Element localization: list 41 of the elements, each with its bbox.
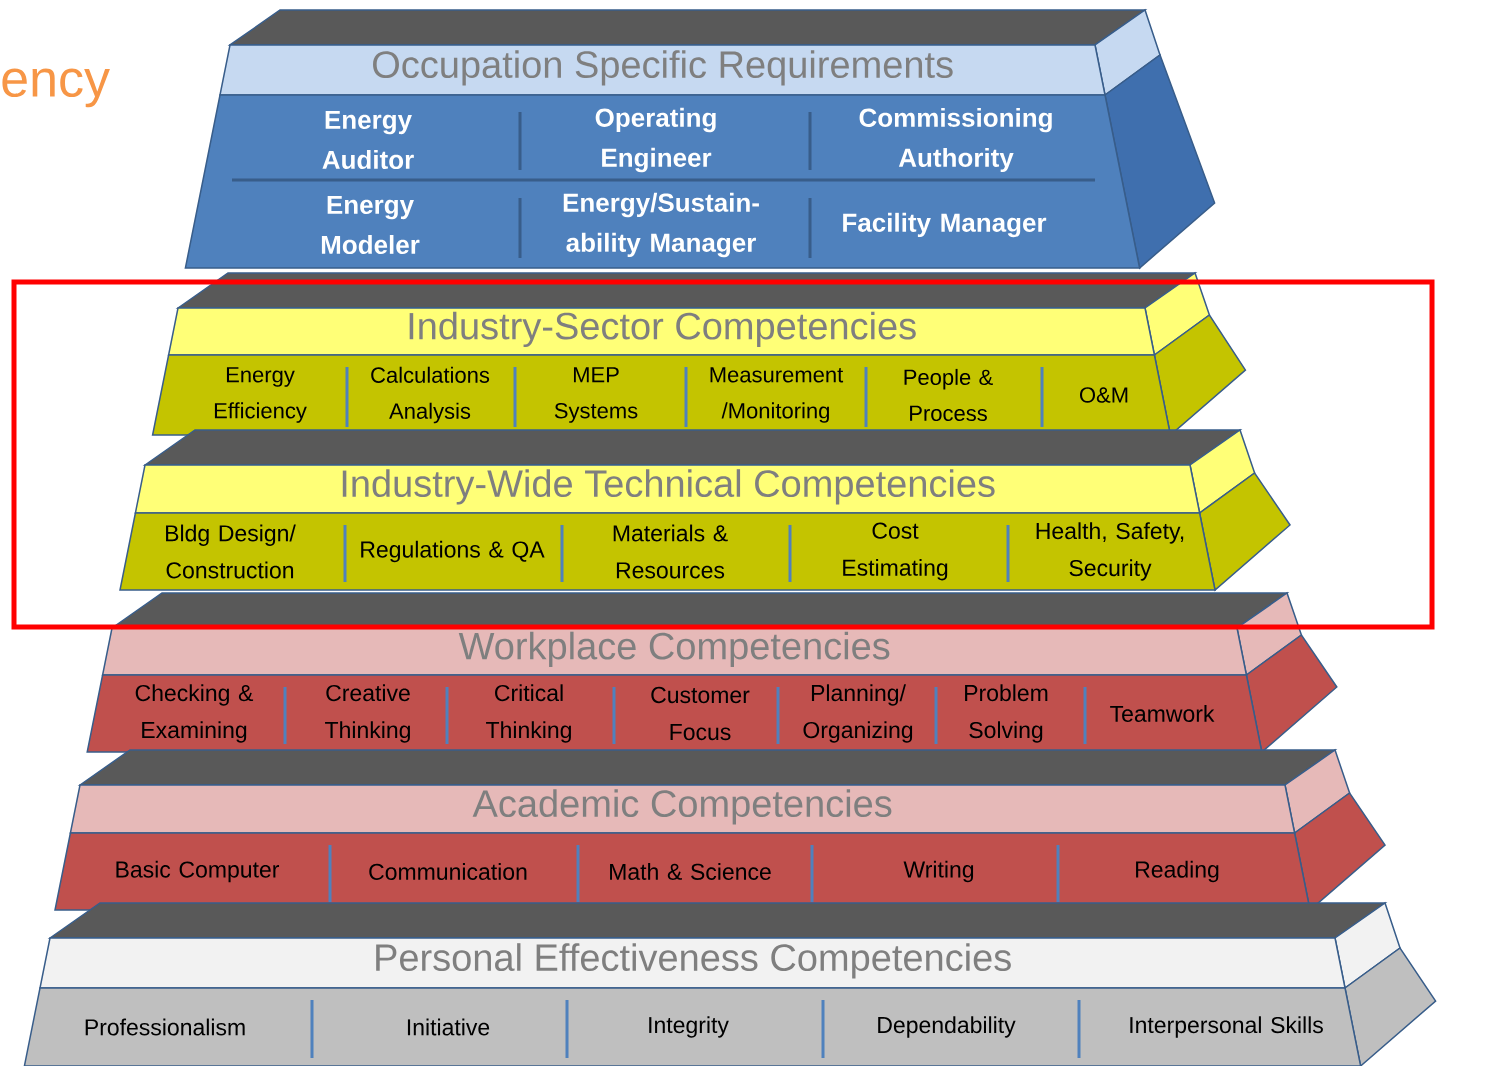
competency-cell: MEP Systems bbox=[554, 367, 638, 423]
competency-cell: Writing bbox=[903, 860, 974, 883]
competency-cell: Bldg Design/ Construction bbox=[166, 524, 296, 579]
competency-cell: Regulations & QA bbox=[361, 540, 545, 563]
competency-cell: Planning/ Organizing bbox=[803, 684, 913, 743]
competency-cell: Interpersonal Skills bbox=[1130, 1016, 1323, 1038]
competency-cell: Materials & Resources bbox=[613, 524, 728, 579]
node-label: Academic Competencies bbox=[472, 789, 892, 825]
competency-cell: Health, Safety, Security bbox=[1036, 522, 1184, 581]
competency-cell: Energy Modeler bbox=[321, 195, 420, 255]
node-label: Workplace Competencies bbox=[458, 631, 890, 668]
competency-cell: Cost Estimating bbox=[843, 522, 948, 581]
competency-cell: Customer Focus bbox=[651, 686, 750, 741]
competency-cell: Teamwork bbox=[1110, 705, 1215, 722]
node-label: Personal Effectiveness Competencies bbox=[376, 943, 1011, 979]
competency-cell: Energy Auditor bbox=[322, 110, 414, 170]
competency-cell: Reading bbox=[1136, 860, 1219, 883]
competency-cell: Communication bbox=[369, 863, 527, 880]
competency-cell: O&M bbox=[1080, 387, 1128, 403]
competency-cell: Energy/Sustain-ability Manager bbox=[563, 192, 759, 258]
competency-cell: Math & Science bbox=[610, 863, 771, 880]
competency-cell: Dependability bbox=[878, 1016, 1016, 1038]
competency-cell: Integrity bbox=[649, 1016, 729, 1038]
slide-title-fragment: ency bbox=[2, 68, 110, 108]
competency-cell: Energy Efficiency bbox=[214, 367, 307, 423]
node-label: Industry-Wide Technical Competencies bbox=[342, 469, 995, 505]
competency-cell: Initiative bbox=[407, 1018, 490, 1036]
competency-cell: Critical Thinking bbox=[486, 684, 571, 743]
competency-cell: Measurement /Monitoring bbox=[710, 367, 844, 423]
competency-cell: Checking & Examining bbox=[135, 684, 254, 743]
competency-cell: Operating Engineer bbox=[595, 107, 716, 173]
competency-cell: Problem Solving bbox=[965, 684, 1048, 743]
competency-cell: People & Process bbox=[904, 368, 993, 422]
competency-cell: Commissioning Authority bbox=[859, 107, 1052, 173]
node-label: Occupation Specific Requirements bbox=[373, 50, 953, 86]
competency-cell: Facility Manager bbox=[843, 212, 1047, 238]
competency-cell: Professionalism bbox=[85, 1018, 245, 1036]
competency-cell: Basic Computer bbox=[116, 860, 280, 883]
node-label: Industry-Sector Competencies bbox=[409, 311, 916, 348]
competency-cell: Creative Thinking bbox=[325, 684, 410, 743]
competency-cell: Calculations Analysis bbox=[371, 366, 490, 424]
